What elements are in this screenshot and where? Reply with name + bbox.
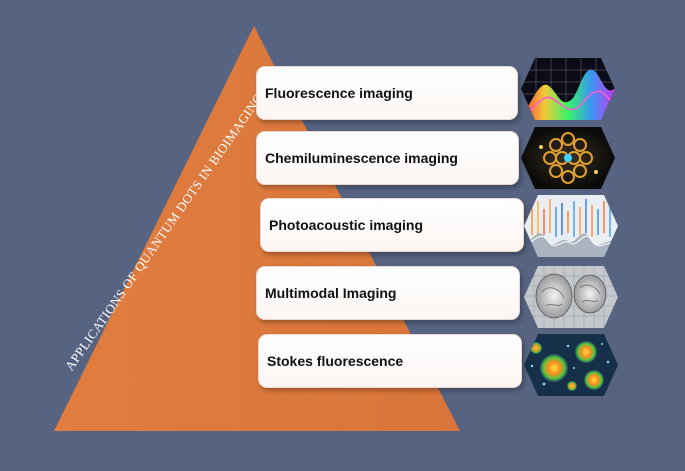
card-stokes-fluorescence: Stokes fluorescence <box>258 334 522 388</box>
card-label: Multimodal Imaging <box>265 285 397 301</box>
tissue-scan-thumbnail <box>524 266 618 328</box>
card-label: Chemiluminescence imaging <box>265 150 458 166</box>
card-chemiluminescence-imaging: Chemiluminescence imaging <box>256 131 519 185</box>
card-photoacoustic-imaging: Photoacoustic imaging <box>260 198 524 252</box>
glowing-cells-thumbnail <box>524 334 618 396</box>
hexagonal-lattice-thumbnail <box>521 127 615 189</box>
card-multimodal-imaging: Multimodal Imaging <box>256 266 520 320</box>
acoustic-waveform-thumbnail <box>524 195 618 257</box>
card-label: Stokes fluorescence <box>267 353 404 369</box>
fluorescence-spectrum-thumbnail <box>521 58 615 120</box>
card-label: Fluorescence imaging <box>265 85 413 101</box>
card-label: Photoacoustic imaging <box>269 217 424 233</box>
card-fluorescence-imaging: Fluorescence imaging <box>256 66 518 120</box>
